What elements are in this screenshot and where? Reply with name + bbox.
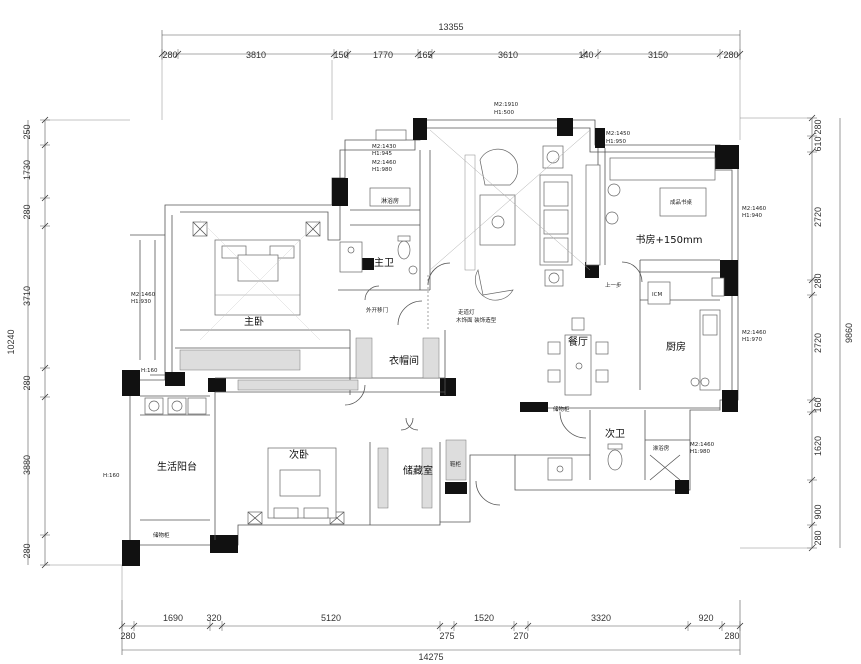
label-step: 上一步 [605, 281, 622, 289]
top-dim-4: 1770 [373, 50, 393, 60]
label-desk: 成品书桌 [670, 198, 693, 206]
label-storage-cab: 储物柜 [153, 531, 170, 539]
balcony-appliances [144, 397, 207, 415]
top-total-dim: 13355 [438, 22, 463, 32]
left-dim-2: 1730 [22, 160, 32, 180]
window-d-m: M2:1460 [742, 206, 767, 212]
dining-furniture [547, 317, 609, 396]
kitchen-furniture [647, 277, 725, 391]
bottom-dim-3: 320 [206, 613, 221, 623]
bottom-dim-10: 280 [724, 631, 739, 641]
window-e-h: H1:930 [131, 299, 151, 305]
window-d-h: H1:940 [742, 213, 762, 219]
window-g-h: H1:980 [690, 449, 710, 455]
right-dim-3: 2720 [813, 207, 823, 227]
top-dim-3: 150 [333, 50, 348, 60]
right-dim-8: 900 [813, 504, 823, 519]
label-h160-a: H:160 [141, 368, 158, 374]
closet-hatches [179, 337, 467, 509]
living-room-furniture [464, 145, 573, 301]
bottom-dim-5: 275 [439, 631, 454, 641]
bottom-dim-1: 280 [120, 631, 135, 641]
top-dim-8: 3150 [648, 50, 668, 60]
window-c-m: M2:1450 [606, 131, 631, 137]
room-master-bath: 主卫 [374, 257, 394, 269]
right-dim-2: 610 [813, 136, 823, 151]
room-master-bedroom: 主卧 [244, 315, 264, 328]
window-top-m: M2:1910 [494, 102, 519, 108]
window-e-m: M2:1460 [131, 292, 156, 298]
right-dimension-chain: 280 610 2720 280 2720 160 1620 900 280 9… [807, 114, 854, 552]
left-dim-1: 250 [22, 124, 32, 139]
room-study: 书房+150mm [636, 233, 703, 246]
top-dim-7: 140 [578, 50, 593, 60]
left-dim-7: 280 [22, 543, 32, 558]
bottom-total-dim: 14275 [418, 652, 443, 662]
second-bath-fixtures [547, 443, 681, 481]
bottom-dim-6: 1520 [474, 613, 494, 623]
bottom-dim-9: 920 [698, 613, 713, 623]
label-bath-door: 外开移门 [366, 306, 388, 314]
top-dim-9: 280 [723, 50, 738, 60]
interior-partitions [130, 148, 720, 540]
left-dim-4: 3710 [22, 286, 32, 306]
right-dim-9: 280 [813, 530, 823, 545]
window-top-h: H1:500 [494, 110, 514, 116]
left-total-dim: 10240 [6, 329, 16, 354]
left-dim-5: 280 [22, 375, 32, 390]
master-bed [214, 239, 301, 316]
label-corridor-2: 木饰面 装饰造型 [456, 316, 497, 324]
right-dim-6: 160 [813, 397, 823, 412]
extension-lines [45, 60, 812, 600]
right-dim-5: 2720 [813, 333, 823, 353]
room-kitchen: 厨房 [666, 340, 686, 353]
left-dim-3: 280 [22, 204, 32, 219]
left-dimension-chain: 250 1730 280 3710 280 3880 280 10240 [6, 116, 50, 569]
bottom-dim-2: 1690 [163, 613, 183, 623]
label-fridge: ICM [652, 292, 662, 298]
bottom-dimension-chain: 280 1690 320 5120 275 1520 270 3320 920 … [118, 600, 744, 662]
right-total-dim: 9860 [844, 323, 854, 343]
window-a-h: H1:945 [372, 151, 392, 157]
room-storage: 储藏室 [403, 464, 433, 477]
window-g-m: M2:1460 [690, 442, 715, 448]
label-storage-cab-2: 储物柜 [553, 405, 570, 413]
walls [122, 118, 739, 566]
ceiling-guides [199, 129, 591, 341]
label-corridor: 走道灯 [458, 308, 475, 316]
study-furniture [585, 157, 716, 266]
room-second-bath: 次卫 [605, 427, 625, 440]
room-dining: 餐厅 [568, 335, 588, 348]
right-dim-1: 280 [813, 119, 823, 134]
second-bed [267, 447, 337, 519]
label-shelf: 鞋柜 [450, 460, 462, 468]
room-life-balcony: 生活阳台 [157, 460, 197, 473]
top-dim-5: 165 [417, 50, 432, 60]
window-a-m: M2:1430 [372, 144, 397, 150]
window-f-m: M2:1460 [742, 330, 767, 336]
window-b-h: H1:980 [372, 167, 392, 173]
bottom-dim-4: 5120 [321, 613, 341, 623]
window-b-m: M2:1460 [372, 160, 397, 166]
bottom-dim-8: 3320 [591, 613, 611, 623]
window-f-h: H1:970 [742, 337, 762, 343]
master-bath-fixtures [339, 129, 418, 275]
top-dimension-chain: 13355 280 3810 150 1770 165 3610 140 315… [158, 22, 744, 60]
right-dim-4: 280 [813, 273, 823, 288]
room-second-bedroom: 次卧 [289, 448, 309, 461]
label-h160-b: H:160 [103, 473, 120, 479]
room-laundry: 淋浴房 [381, 197, 399, 205]
top-dim-6: 3610 [498, 50, 518, 60]
top-dim-2: 3810 [246, 50, 266, 60]
window-c-h: H1:950 [606, 139, 626, 145]
room-walkin-closet: 衣帽间 [389, 354, 419, 367]
right-dim-7: 1620 [813, 436, 823, 456]
bottom-dim-7: 270 [513, 631, 528, 641]
left-dim-6: 3880 [22, 455, 32, 475]
nightstand-x-marks [192, 221, 345, 525]
room-shower: 淋浴房 [653, 444, 670, 452]
top-dim-1: 280 [162, 50, 177, 60]
door-swings [344, 261, 643, 506]
